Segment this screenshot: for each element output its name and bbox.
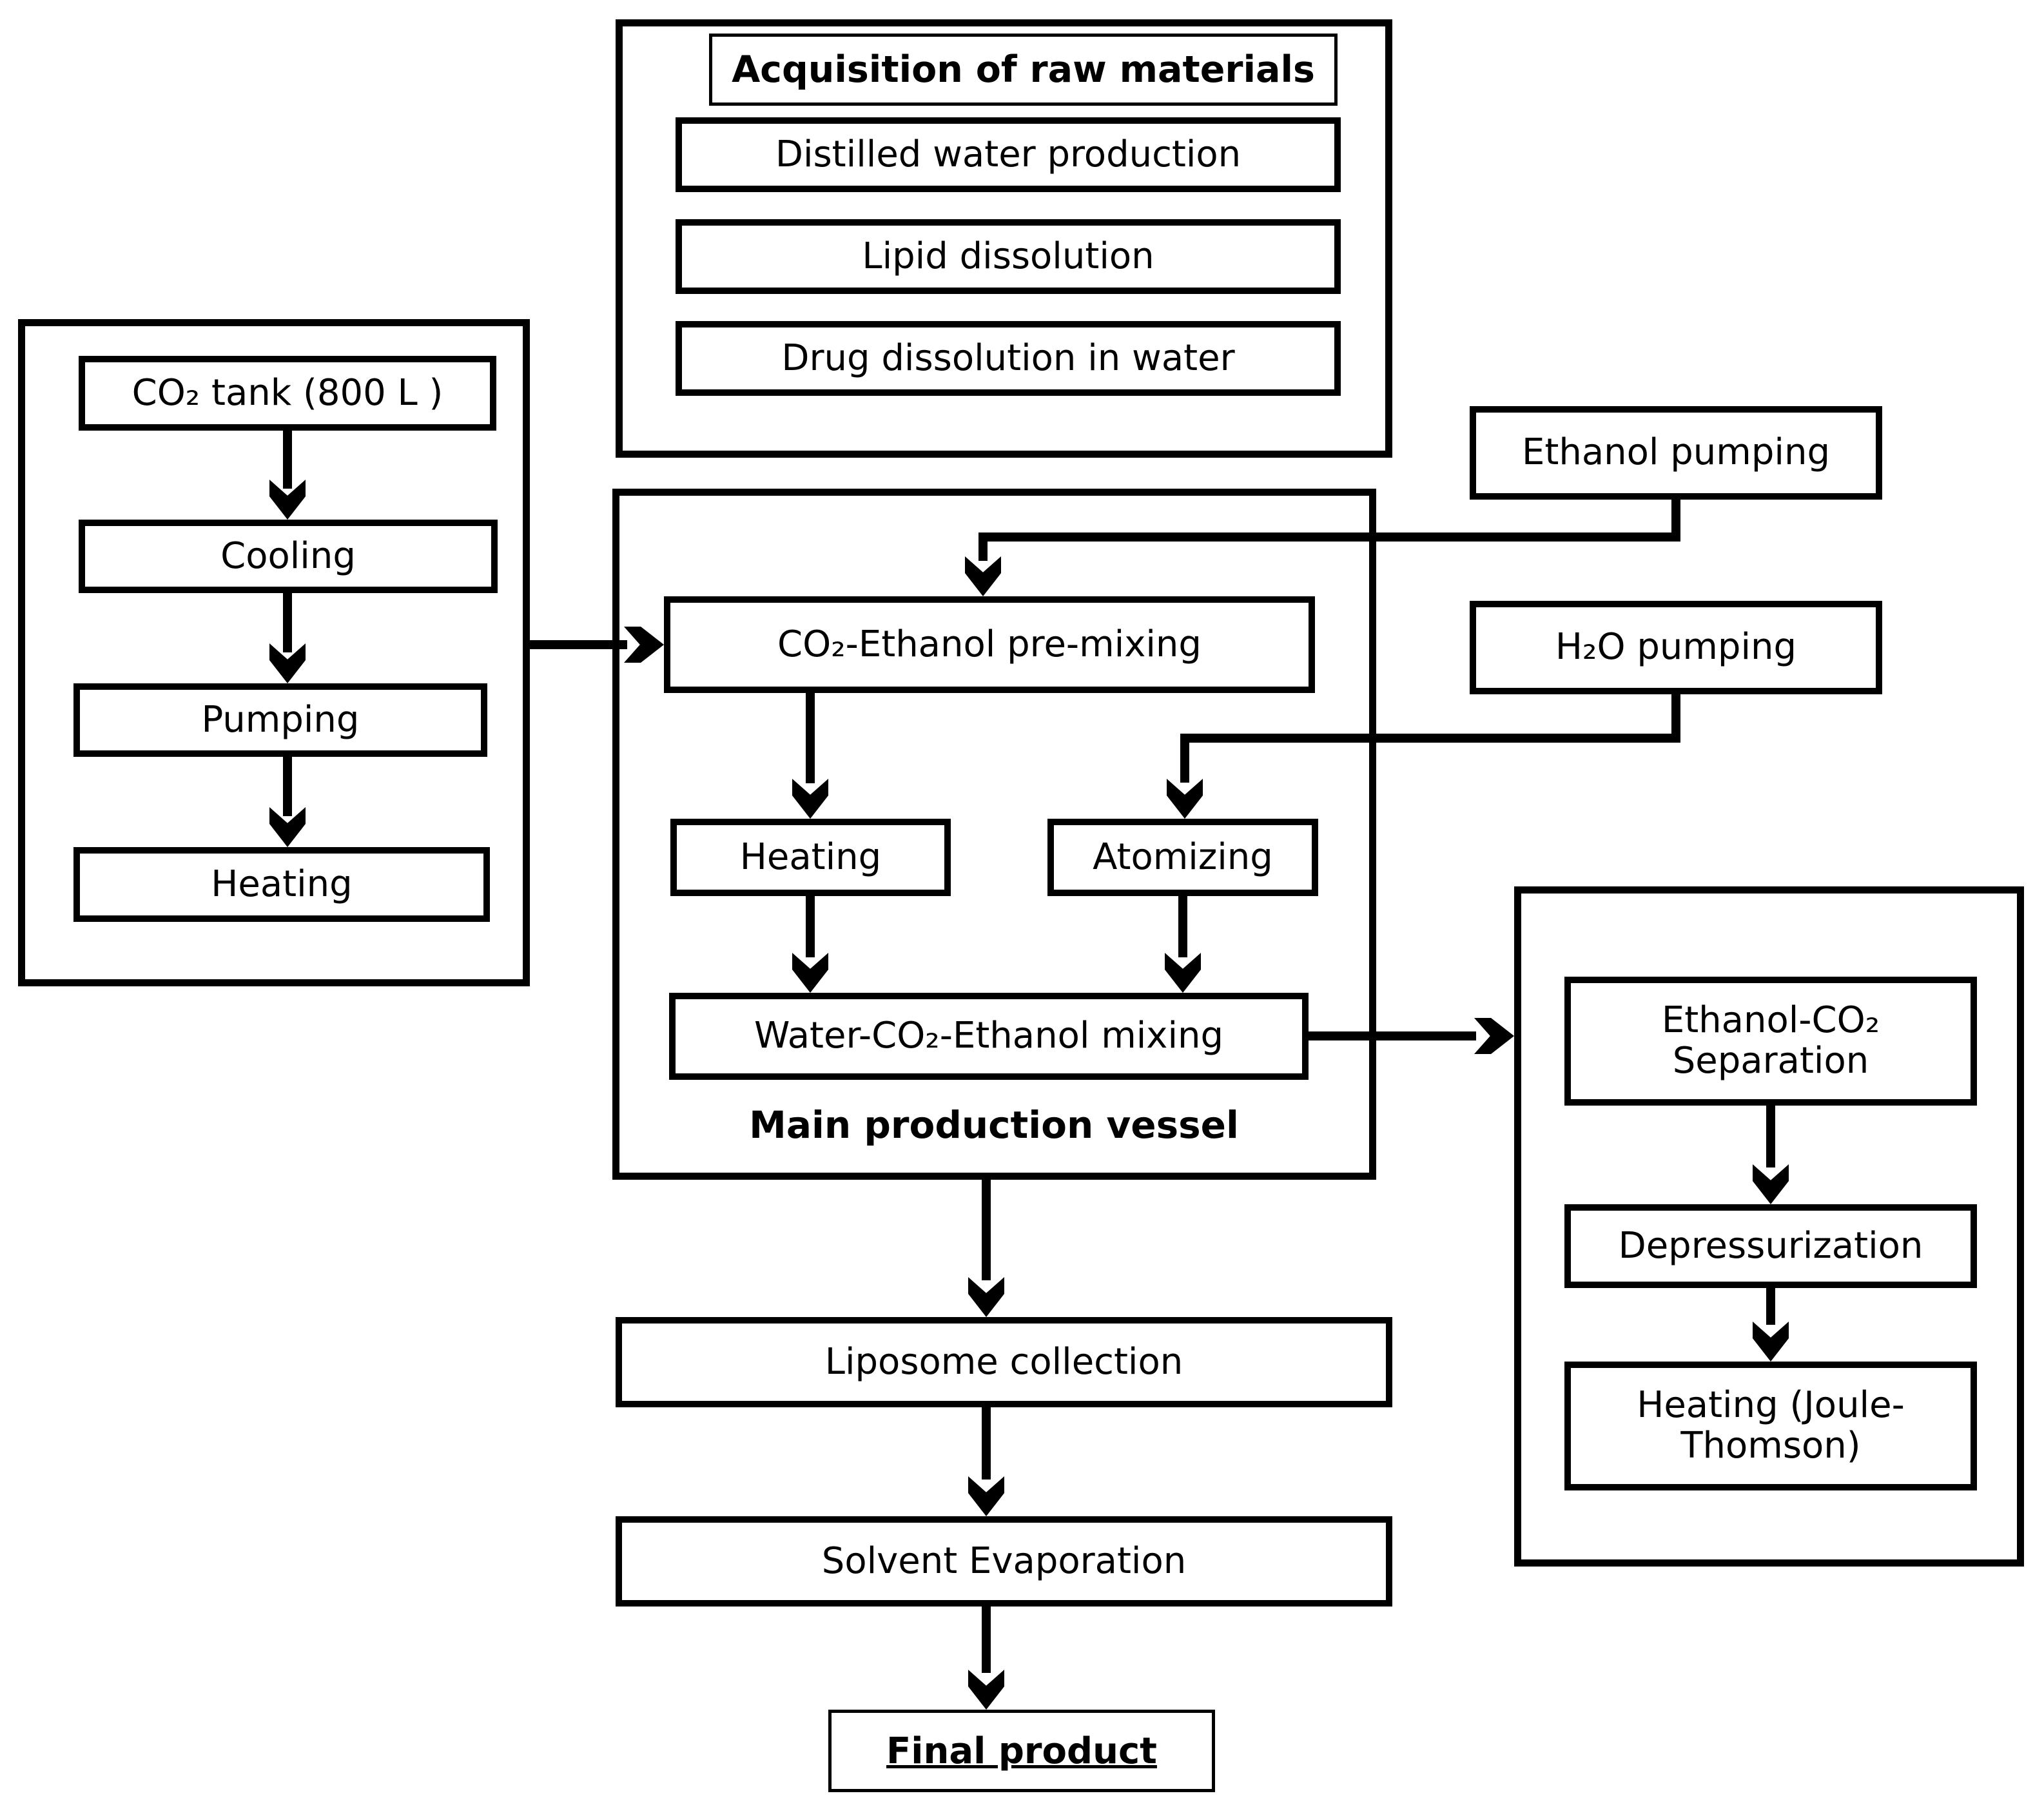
pumping-label: Pumping xyxy=(201,698,360,741)
heating-supply-label: Heating xyxy=(211,863,353,905)
line-ethanol-drop xyxy=(1671,500,1680,542)
box-final-product: Final product xyxy=(828,1710,1215,1792)
box-drug-dissolution: Drug dissolution in water xyxy=(676,321,1341,396)
line-co2supply-to-premixing xyxy=(525,640,627,649)
line-liposome-to-solvent xyxy=(982,1407,991,1480)
line-h2o-into-atomizing xyxy=(1180,734,1189,783)
arrowhead-solvent-to-final xyxy=(968,1670,1004,1710)
box-depressurization: Depressurization xyxy=(1564,1204,1977,1288)
box-ethanol-co2-separation: Ethanol-CO₂ Separation xyxy=(1564,977,1977,1106)
premixing-label: CO₂-Ethanol pre-mixing xyxy=(777,623,1202,665)
solvent-evaporation-label: Solvent Evaporation xyxy=(821,1539,1187,1582)
box-h2o-pumping: H₂O pumping xyxy=(1470,601,1882,694)
liposome-collection-label: Liposome collection xyxy=(824,1340,1183,1383)
box-solvent-evaporation: Solvent Evaporation xyxy=(616,1516,1392,1607)
acquisition-title: Acquisition of raw materials xyxy=(732,48,1315,91)
box-co2-ethanol-premixing: CO₂-Ethanol pre-mixing xyxy=(664,596,1315,693)
arrowhead-liposome-to-solvent xyxy=(968,1476,1004,1516)
arrowhead-mixing-to-recovery xyxy=(1474,1018,1514,1054)
line-ethanol-into-premixing xyxy=(978,532,988,561)
vessel-label-text: Main production vessel xyxy=(749,1103,1239,1147)
box-pumping: Pumping xyxy=(73,683,487,757)
line-premixing-to-heating xyxy=(806,693,815,783)
line-solvent-to-final xyxy=(982,1607,991,1673)
heating-vessel-label: Heating xyxy=(739,835,882,878)
heating-jt-label: Heating (Joule-Thomson) xyxy=(1637,1384,1905,1467)
final-product-label: Final product xyxy=(886,1730,1157,1772)
atomizing-label: Atomizing xyxy=(1093,835,1273,878)
box-heating-vessel: Heating xyxy=(670,819,951,896)
separation-label: Ethanol-CO₂ Separation xyxy=(1661,999,1880,1082)
box-ethanol-pumping: Ethanol pumping xyxy=(1470,406,1882,500)
ethanol-pumping-label: Ethanol pumping xyxy=(1522,431,1830,474)
line-pumping-to-heating xyxy=(283,757,292,816)
box-co2-tank: CO₂ tank (800 L ) xyxy=(79,356,496,431)
lipid-dissolution-label: Lipid dissolution xyxy=(862,235,1154,277)
line-separation-to-depressurization xyxy=(1766,1106,1775,1167)
h2o-pumping-label: H₂O pumping xyxy=(1555,626,1797,669)
box-cooling: Cooling xyxy=(79,520,498,593)
box-lipid-dissolution: Lipid dissolution xyxy=(676,219,1341,294)
line-h2o-drop xyxy=(1671,694,1680,743)
line-vessel-to-liposome xyxy=(982,1180,991,1280)
co2-tank-label: CO₂ tank (800 L ) xyxy=(131,371,443,414)
line-ethanol-horizontal xyxy=(978,532,1680,542)
acquisition-title-box: Acquisition of raw materials xyxy=(709,34,1338,106)
drug-dissolution-label: Drug dissolution in water xyxy=(781,337,1235,379)
line-depressurization-to-heatingjt xyxy=(1766,1288,1775,1325)
box-liposome-collection: Liposome collection xyxy=(616,1317,1392,1407)
line-atomizing-to-mixing xyxy=(1178,896,1187,957)
box-distilled-water-production: Distilled water production xyxy=(676,117,1341,192)
depressurization-label: Depressurization xyxy=(1618,1224,1923,1267)
vessel-label: Main production vessel xyxy=(688,1096,1300,1154)
box-heating-joule-thomson: Heating (Joule-Thomson) xyxy=(1564,1362,1977,1490)
box-heating-supply: Heating xyxy=(73,847,490,922)
line-cooling-to-pumping xyxy=(283,593,292,652)
cooling-label: Cooling xyxy=(220,534,356,577)
arrowhead-vessel-to-liposome xyxy=(968,1277,1004,1317)
mixing-label: Water-CO₂-Ethanol mixing xyxy=(754,1015,1224,1057)
box-atomizing: Atomizing xyxy=(1047,819,1318,896)
distilled-water-label: Distilled water production xyxy=(775,133,1241,175)
line-mixing-to-recovery xyxy=(1309,1031,1476,1040)
line-h2o-horizontal xyxy=(1180,734,1680,743)
box-water-co2-ethanol-mixing: Water-CO₂-Ethanol mixing xyxy=(669,993,1309,1080)
line-tank-to-cooling xyxy=(283,431,292,489)
line-heating-to-mixing xyxy=(806,896,815,957)
